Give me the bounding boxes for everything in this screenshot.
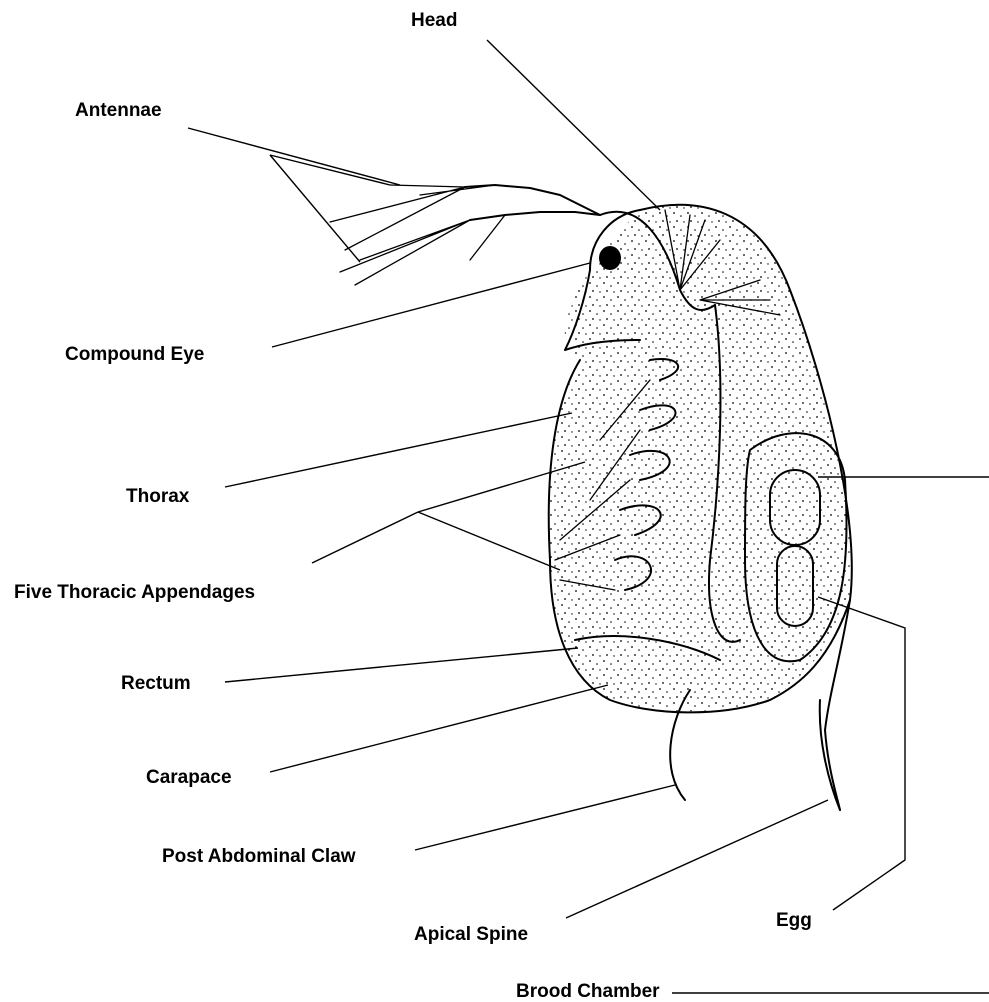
leader-post-abdominal-claw <box>415 785 675 850</box>
leader-rectum <box>225 648 578 682</box>
leader-carapace <box>270 685 608 772</box>
label-brood-chamber: Brood Chamber <box>516 982 660 1001</box>
leader-thorax <box>225 413 572 487</box>
antennae-drawing <box>330 185 600 285</box>
leader-appendages-a <box>312 512 418 563</box>
leader-antennae-a <box>188 128 400 185</box>
leader-apical-spine <box>566 800 828 918</box>
label-carapace: Carapace <box>146 768 232 787</box>
leader-antennae-b <box>270 155 390 185</box>
body-outline <box>549 205 852 810</box>
label-post-abdominal-claw: Post Abdominal Claw <box>162 847 356 866</box>
label-rectum: Rectum <box>121 674 191 693</box>
leader-compound-eye <box>272 263 590 347</box>
label-egg: Egg <box>776 911 812 930</box>
antenna-branch-upper <box>465 185 600 215</box>
body-stipple <box>549 205 852 711</box>
label-five-thoracic-appendages: Five Thoracic Appendages <box>14 583 255 602</box>
antenna-setae <box>330 185 505 285</box>
leader-appendages-c <box>418 512 560 570</box>
antenna-branch-lower <box>470 212 600 220</box>
label-apical-spine: Apical Spine <box>414 925 528 944</box>
label-compound-eye: Compound Eye <box>65 345 204 364</box>
label-antennae: Antennae <box>75 101 162 120</box>
compound-eye-dot <box>599 246 621 270</box>
apical-spine-outline <box>820 700 840 810</box>
label-head: Head <box>411 11 457 30</box>
label-thorax: Thorax <box>126 487 189 506</box>
leader-head <box>487 40 660 210</box>
